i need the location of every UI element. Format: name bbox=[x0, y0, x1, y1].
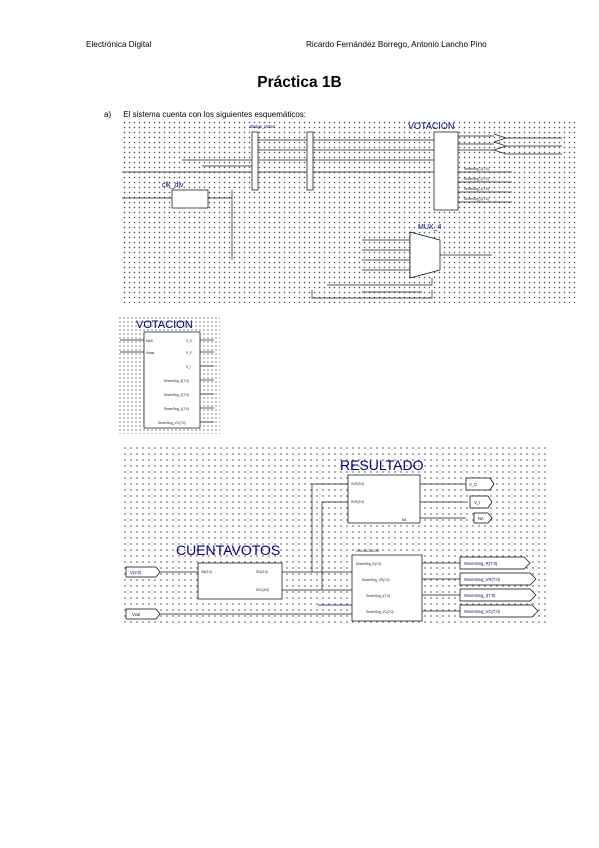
label-clk-div-block: clk_div bbox=[162, 182, 184, 189]
output-sevenseg-vc-pin bbox=[459, 604, 539, 618]
votacion-input-vmas: Vmas bbox=[146, 351, 155, 355]
votacion-symbol-drawing: VOTACION MAS Vmas V_C V_F V_I SevenSeg_3… bbox=[120, 319, 214, 429]
header-authors: Ricardo Fernández Borrego, Antonio Lanch… bbox=[306, 40, 487, 49]
clk-div-block bbox=[171, 189, 209, 209]
item-text: El sistema cuenta con los siguientes esq… bbox=[123, 110, 306, 119]
input-vval-label: Vval bbox=[132, 612, 140, 617]
output-na-pin bbox=[473, 512, 493, 524]
visualizador-title: VISUALIZADOR bbox=[356, 549, 380, 553]
votacion-input-mas: MAS bbox=[146, 339, 153, 343]
votacion-output-sevenseg-2: SevenSeg_2(7:0) bbox=[164, 393, 189, 397]
visualizador-output-r: SevenSeg_R(7:0) bbox=[464, 561, 498, 566]
votacion-output-vf: V_F bbox=[186, 351, 192, 355]
output-vi-pin bbox=[469, 495, 493, 509]
list-item-a: a) El sistema cuenta con los siguientes … bbox=[104, 110, 306, 119]
header-course: Electrónica Digital bbox=[86, 40, 152, 49]
resultado-output-na: NA bbox=[478, 516, 484, 521]
resultado-block bbox=[347, 474, 421, 524]
label-mux-block: MUX_4 bbox=[418, 224, 441, 231]
output-sevenseg-i-pin bbox=[459, 588, 537, 602]
input-vval-pin bbox=[125, 608, 161, 620]
output-sevenseg-vr-pin bbox=[459, 572, 537, 586]
port-sevenseg-1: SevenSeg_1(7:0) bbox=[464, 187, 489, 191]
schematic-resultado: RESULTADO SVR(3:0) SVR(3:0) NA V_C V_I N… bbox=[122, 445, 546, 627]
visualizador-port-r: SevenSeg_R(7:0) bbox=[356, 562, 381, 566]
resultado-output-vc: V_C bbox=[469, 482, 477, 487]
resultado-port-3: NA bbox=[402, 518, 407, 522]
votacion-output-sevenseg-1: SevenSeg_1(7:0) bbox=[164, 407, 189, 411]
visualizador-block bbox=[351, 554, 423, 622]
output-vc-pin bbox=[465, 477, 495, 491]
resultado-title: RESULTADO bbox=[340, 457, 424, 473]
bus-block-left bbox=[251, 131, 259, 191]
votacion-output-vi: V_I bbox=[186, 365, 191, 369]
schematic-top-drawing: Badge_Votes VOTACION SevenSeg_3(7:0) Sev… bbox=[122, 121, 562, 299]
schematic-resultado-drawing: RESULTADO SVR(3:0) SVR(3:0) NA V_C V_I N… bbox=[125, 457, 539, 622]
resultado-port-2: SVR(3:0) bbox=[351, 500, 364, 504]
resultado-port-1: SVR(3:0) bbox=[351, 482, 364, 486]
visualizador-port-i: SevenSeg_I(7:0) bbox=[366, 594, 390, 598]
visualizador-output-vr: SevenSeg_VR(7:0) bbox=[464, 577, 501, 582]
port-sevenseg-2: SevenSeg_2(7:0) bbox=[464, 177, 489, 181]
cuentavotos-port-svi: SVI(3:0) bbox=[256, 570, 268, 574]
visualizador-port-vr: SevenSeg_VR(7:0) bbox=[362, 578, 389, 582]
votacion-output-sevenseg-3: SevenSeg_3(7:0) bbox=[164, 379, 189, 383]
label-badge-votes: Badge_Votes bbox=[250, 124, 275, 129]
visualizador-port-vc: SevenSeg_VC(7:0) bbox=[366, 610, 393, 614]
label-votacion-block: VOTACION bbox=[408, 121, 454, 131]
cuentavotos-block bbox=[197, 562, 283, 600]
cuentavotos-port-svc: SVC(3:0) bbox=[256, 588, 269, 592]
mux-block bbox=[409, 231, 441, 279]
port-sevenseg-0: SevenSeg_0(7:0) bbox=[464, 197, 489, 201]
votacion-output-vc: V_C bbox=[186, 339, 193, 343]
visualizador-output-i: SevenSeg_I(7:0) bbox=[464, 593, 496, 598]
votacion-output-sevenseg-vc: SevenSeg_VC(7:0) bbox=[158, 421, 185, 425]
output-sevenseg-r-pin bbox=[459, 556, 531, 570]
cuentavotos-port-vb: VB(3:0) bbox=[201, 570, 212, 574]
schematic-votacion-symbol: VOTACION MAS Vmas V_C V_F V_I SevenSeg_3… bbox=[118, 316, 220, 434]
visualizador-output-vc: SevenSeg_VC(7:0) bbox=[464, 609, 501, 614]
schematic-top-level: Badge_Votes VOTACION SevenSeg_3(7:0) Sev… bbox=[122, 120, 576, 303]
port-sevenseg-3: SevenSeg_3(7:0) bbox=[464, 167, 489, 171]
page-title: Práctica 1B bbox=[257, 74, 342, 91]
bus-block-mid bbox=[306, 131, 314, 191]
votacion-title: VOTACION bbox=[136, 319, 193, 331]
cuentavotos-title: CUENTAVOTOS bbox=[176, 542, 280, 558]
input-votes-pin bbox=[125, 566, 161, 578]
resultado-output-vi: V_I bbox=[474, 500, 480, 505]
item-label: a) bbox=[104, 110, 112, 119]
votacion-block bbox=[433, 131, 459, 211]
input-votes-label: V(3:0) bbox=[130, 570, 142, 575]
